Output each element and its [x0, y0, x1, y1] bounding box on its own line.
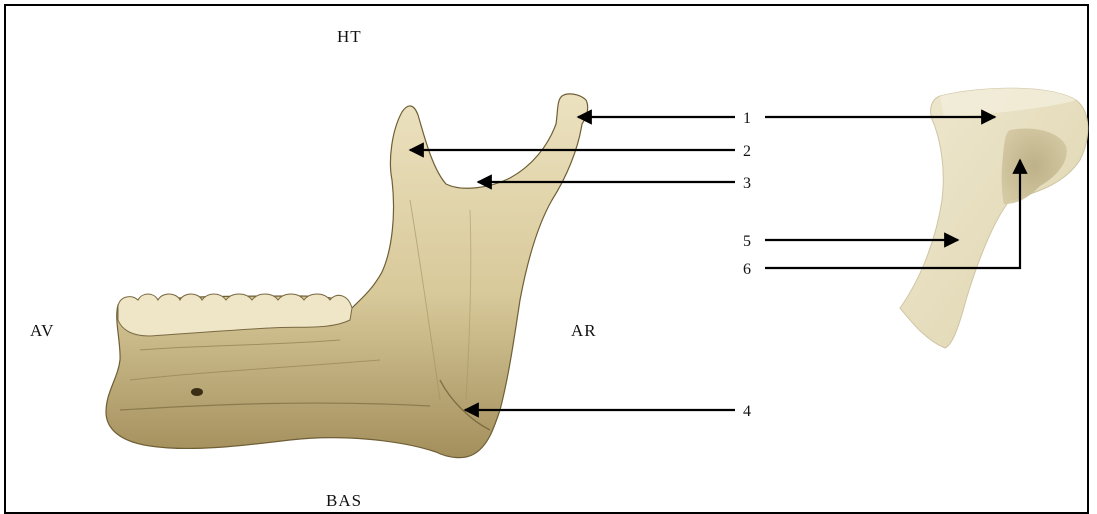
- callout-5: 5: [743, 233, 751, 250]
- condyle-illustration: [900, 88, 1088, 348]
- callout-2: 2: [743, 143, 751, 160]
- mental-foramen: [191, 388, 203, 396]
- label-front: AV: [30, 321, 54, 340]
- callout-3: 3: [743, 175, 751, 192]
- condyle-bone: [900, 88, 1088, 348]
- label-bottom: BAS: [326, 491, 362, 508]
- callout-1: 1: [743, 110, 751, 127]
- mandible-illustration: [106, 94, 588, 458]
- callout-4: 4: [743, 403, 751, 420]
- callout-numbers: 1 2 3 4 5 6: [743, 110, 751, 420]
- label-back: AR: [571, 321, 597, 340]
- label-top: HT: [337, 27, 362, 46]
- callout-6: 6: [743, 261, 751, 278]
